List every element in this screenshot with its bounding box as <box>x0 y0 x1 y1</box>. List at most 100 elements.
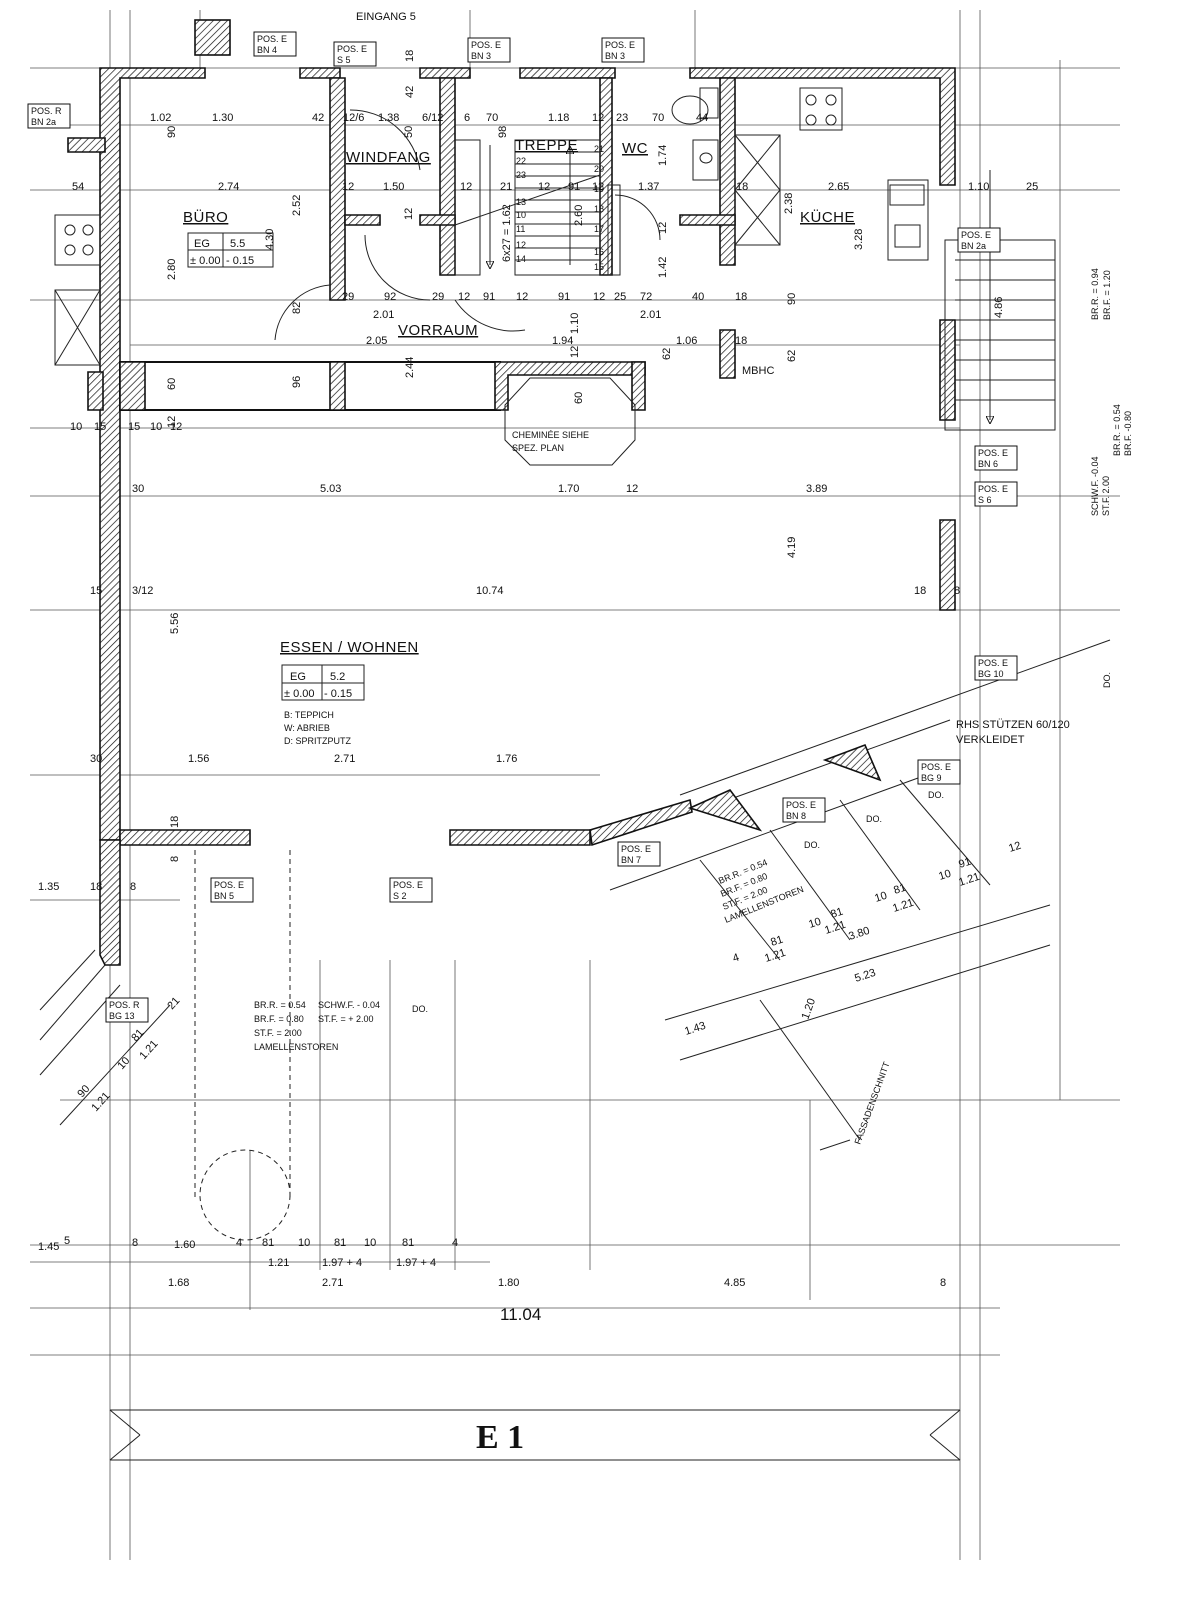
pos-bn8-l1: POS. E <box>786 800 816 810</box>
dim-row2-0: 54 <box>72 181 84 193</box>
walls <box>67 67 956 966</box>
dim-row3-2: 29 <box>432 291 444 303</box>
dim-row2-9: 1.37 <box>638 181 659 193</box>
dim-v-25: 4.86 <box>993 297 1005 318</box>
dim-bottom1-6: 10 <box>298 1237 310 1249</box>
pos-s2-l2: S 2 <box>393 891 407 901</box>
pos-s5-box <box>333 41 377 67</box>
pos-bg13-l1: POS. R <box>109 1000 140 1010</box>
pos-s6-l1: POS. E <box>978 484 1008 494</box>
dim-v-17: 90 <box>786 293 798 305</box>
stair-9: 14 <box>516 254 526 264</box>
dim-row3b-3: 1.94 <box>552 335 573 347</box>
dim-v-15: 2.38 <box>783 193 795 214</box>
dim-v-11: 2.60 <box>573 205 585 226</box>
dim-row2-13: 25 <box>1026 181 1038 193</box>
dim-row4-2: 15 <box>128 421 140 433</box>
dim-diag-9: 81 <box>892 882 907 897</box>
stair-7: 16 <box>594 247 604 257</box>
dim-row8-1: 18 <box>90 881 102 893</box>
pos-bn7-l2: BN 7 <box>621 855 641 865</box>
dim-v-24: 5.56 <box>169 613 181 634</box>
entrance-label: EINGANG 5 <box>356 11 416 23</box>
pos-bn2a-right-box <box>957 227 1001 253</box>
dim-v-29: 42 <box>404 86 416 98</box>
essen-number: 5.2 <box>330 671 345 683</box>
pos-bn5-box <box>210 877 254 903</box>
section-title: E 1 <box>476 1419 524 1456</box>
dim-row6-4: 8 <box>954 585 960 597</box>
pos-bn8-l2: BN 8 <box>786 811 806 821</box>
columns-note-0: RHS STÜTZEN 60/120 <box>956 719 1070 731</box>
dim-bottom1-13: 1.97 + 4 <box>396 1257 436 1269</box>
pos-bn7-box <box>617 841 661 867</box>
dim-v-14: 12 <box>657 222 669 234</box>
dim-row8-2: 8 <box>130 881 136 893</box>
dim-row3-1: 92 <box>384 291 396 303</box>
grid-lines <box>30 10 1120 1560</box>
dim-row2-6: 12 <box>538 181 550 193</box>
dim-top-0: 1.02 <box>150 112 171 124</box>
pos-bg10-l2: BG 10 <box>978 669 1004 679</box>
pos-bn2a-left-l1: POS. R <box>31 106 62 116</box>
dim-row7-3: 1.76 <box>496 753 517 765</box>
stair-8: 15 <box>594 262 604 272</box>
dim-diag-10: 1.21 <box>891 897 915 915</box>
pos-bn2a-left-box <box>27 103 71 129</box>
do-label-4: DO. <box>928 790 944 800</box>
dim-bottom1-2: 8 <box>132 1237 138 1249</box>
room-name-buero: BÜRO <box>183 208 228 226</box>
buero-level2: - 0.15 <box>226 255 254 267</box>
stair-treads <box>454 139 621 276</box>
dim-row2-7: 91 <box>568 181 580 193</box>
dim-v-22: 60 <box>573 392 585 404</box>
dim-v-7: 96 <box>291 376 303 388</box>
dim-bottom1-7: 81 <box>334 1237 346 1249</box>
dim-v-20: 1.10 <box>569 313 581 334</box>
buero-level: ± 0.00 <box>190 255 221 267</box>
chimney-note-1: SPEZ. PLAN <box>512 443 564 453</box>
dim-row8-0: 1.35 <box>38 881 59 893</box>
essen-level: ± 0.00 <box>284 688 315 700</box>
dim-diag-left-4: 1.21 <box>89 1090 112 1114</box>
pos-s6-l2: S 6 <box>978 495 992 505</box>
dim-top-8: 1.18 <box>548 112 569 124</box>
dim-v-30: 18 <box>404 50 416 62</box>
stair-13: 12 <box>516 240 526 250</box>
dim-row6-3: 18 <box>914 585 926 597</box>
dim-diag-left-1: 81 <box>129 1027 146 1044</box>
pos-bg13-l2: BG 13 <box>109 1011 135 1021</box>
dim-row4-3: 10 <box>150 421 162 433</box>
room-name-wc: WC <box>622 140 648 157</box>
dim-row3b-2: 2.05 <box>366 335 387 347</box>
dim-v-6: 82 <box>291 302 303 314</box>
dim-row3b-1: 2.01 <box>640 309 661 321</box>
dim-diag-13: 1.21 <box>957 871 981 889</box>
pos-bg10-l1: POS. E <box>978 658 1008 668</box>
pos-bg9-box <box>917 759 961 785</box>
dim-v-31: 12 <box>403 208 415 220</box>
dim-top-5: 6/12 <box>422 112 443 124</box>
dim-row3-8: 25 <box>614 291 626 303</box>
dim-bottom1-10: 4 <box>452 1237 458 1249</box>
dim-row2-5: 21 <box>500 181 512 193</box>
dim-top-11: 70 <box>652 112 664 124</box>
dim-row4-1: 15 <box>94 421 106 433</box>
stair-0: 22 <box>516 156 526 166</box>
window-bl-0: BR.R. = 0.54 <box>254 1000 306 1010</box>
window-bm-1: ST.F. = + 2.00 <box>318 1014 374 1024</box>
dim-row7-2: 2.71 <box>334 753 355 765</box>
dim-row2-2: 12 <box>342 181 354 193</box>
pos-bg10-box <box>974 655 1018 681</box>
dim-diag-left-2: 1.21 <box>137 1038 160 1062</box>
dim-top-10: 23 <box>616 112 628 124</box>
dim-top-7: 70 <box>486 112 498 124</box>
dim-v-10: 98 <box>497 126 509 138</box>
window-bm-0: SCHW.F. - 0.04 <box>318 1000 380 1010</box>
dim-top-3: 12/6 <box>343 112 364 124</box>
room-name-treppe: TREPPE <box>515 137 578 154</box>
side-r2-0: SCHW.F. -0.04 <box>1090 456 1100 516</box>
dim-v-8: 2.44 <box>404 357 416 378</box>
dim-diag-left-0: 21 <box>165 995 182 1012</box>
do-label-1: DO. <box>412 1004 428 1014</box>
